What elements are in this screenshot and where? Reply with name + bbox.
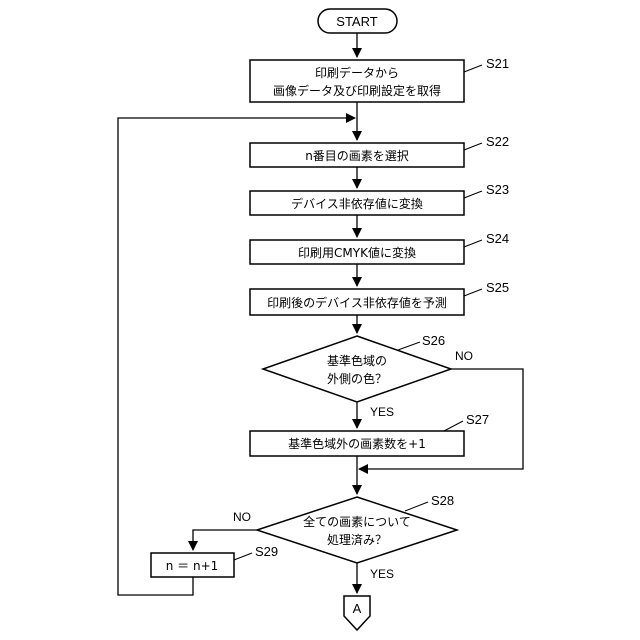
s27-leader (444, 421, 463, 431)
s21-line2: 画像データ及び印刷設定を取得 (273, 83, 441, 98)
start-terminator: START (318, 9, 397, 33)
s23-leader (464, 191, 482, 198)
s22-id: S22 (486, 134, 509, 149)
step-s21: 印刷データから 画像データ及び印刷設定を取得 (250, 60, 464, 102)
s29-leader (234, 553, 252, 560)
s28-leader (405, 502, 428, 511)
s22-leader (464, 143, 482, 150)
step-s22: n番目の画素を選択 (250, 143, 464, 167)
s26-id: S26 (422, 333, 445, 348)
s25-text: 印刷後のデバイス非依存値を予測 (267, 295, 447, 310)
s28-no-label: NO (233, 510, 251, 524)
s28-line2: 処理済み？ (327, 532, 387, 547)
step-s29: n ＝ n+1 (151, 553, 234, 577)
connector-a: A (344, 596, 370, 630)
s29-text: n ＝ n+1 (166, 559, 219, 573)
decision-s28: 全ての画素について 処理済み？ (257, 497, 457, 563)
s26-no-label: NO (455, 349, 473, 363)
s21-line1: 印刷データから (315, 65, 399, 80)
step-s24: 印刷用CMYK値に変換 (250, 240, 464, 264)
s29-id: S29 (255, 544, 278, 559)
s24-id: S24 (486, 231, 509, 246)
s25-leader (464, 289, 482, 296)
s23-id: S23 (486, 182, 509, 197)
s24-leader (464, 240, 482, 247)
s21-leader (464, 65, 482, 72)
s27-id: S27 (466, 412, 489, 427)
s21-id: S21 (486, 56, 509, 71)
step-s25: 印刷後のデバイス非依存値を予測 (250, 289, 464, 315)
s28-id: S28 (431, 493, 454, 508)
s24-text: 印刷用CMYK値に変換 (298, 245, 416, 260)
s26-leader (398, 342, 420, 350)
s23-text: デバイス非依存値に変換 (291, 196, 423, 211)
start-label: START (336, 14, 377, 29)
s28-line1: 全ての画素について (303, 514, 411, 529)
step-s23: デバイス非依存値に変換 (250, 191, 464, 215)
s28-no-branch (193, 530, 257, 550)
s26-line1: 基準色域の (327, 353, 387, 368)
s27-text: 基準色域外の画素数を+1 (288, 436, 426, 451)
s26-line2: 外側の色？ (327, 372, 387, 386)
step-s27: 基準色域外の画素数を+1 (250, 431, 464, 456)
s25-id: S25 (486, 280, 509, 295)
s22-text: n番目の画素を選択 (305, 149, 409, 163)
s26-yes-label: YES (370, 405, 394, 419)
connector-a-label: A (353, 601, 362, 616)
s28-yes-label: YES (370, 567, 394, 581)
